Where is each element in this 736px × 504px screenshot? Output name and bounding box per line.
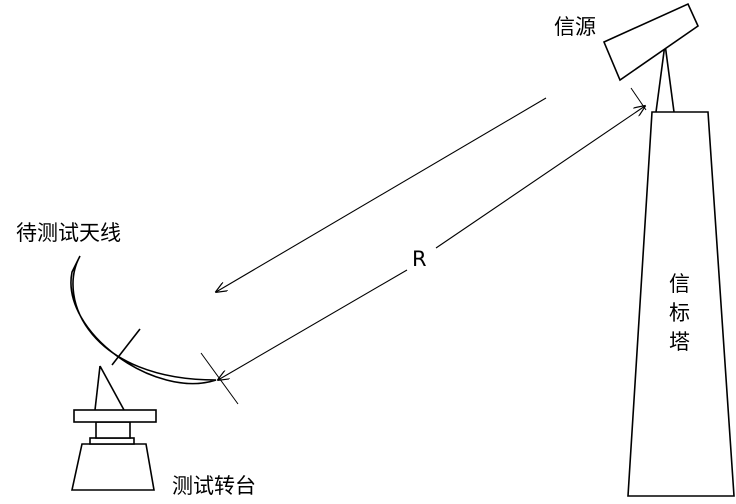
turntable-label: 测试转台 xyxy=(172,474,256,498)
wave-arrow xyxy=(216,97,547,292)
distance-label: R xyxy=(412,247,427,271)
tower-label-line-2: 标 xyxy=(669,301,690,325)
source-horn xyxy=(602,2,700,82)
antenna-dish xyxy=(70,255,217,385)
distance-tick-antenna xyxy=(200,352,239,405)
turntable-base xyxy=(71,443,155,491)
turntable-plate xyxy=(89,437,135,445)
source-support-right xyxy=(664,43,675,113)
beacon-tower xyxy=(627,111,735,497)
source-support-left xyxy=(655,43,666,113)
distance-tick-tower xyxy=(630,87,647,111)
antenna-feed xyxy=(111,328,141,366)
antenna-under-test-label: 待测试天线 xyxy=(16,221,121,245)
tower-label-line-3: 塔 xyxy=(669,330,690,354)
turntable-top-plate xyxy=(73,409,157,423)
antenna-mount-left xyxy=(94,365,101,411)
turntable-column xyxy=(95,421,131,439)
antenna-mount-right xyxy=(99,365,125,411)
tower-label-line-1: 信 xyxy=(669,272,690,296)
distance-line-upper xyxy=(435,106,645,249)
source-label: 信源 xyxy=(554,15,596,39)
distance-line-lower xyxy=(218,269,408,380)
